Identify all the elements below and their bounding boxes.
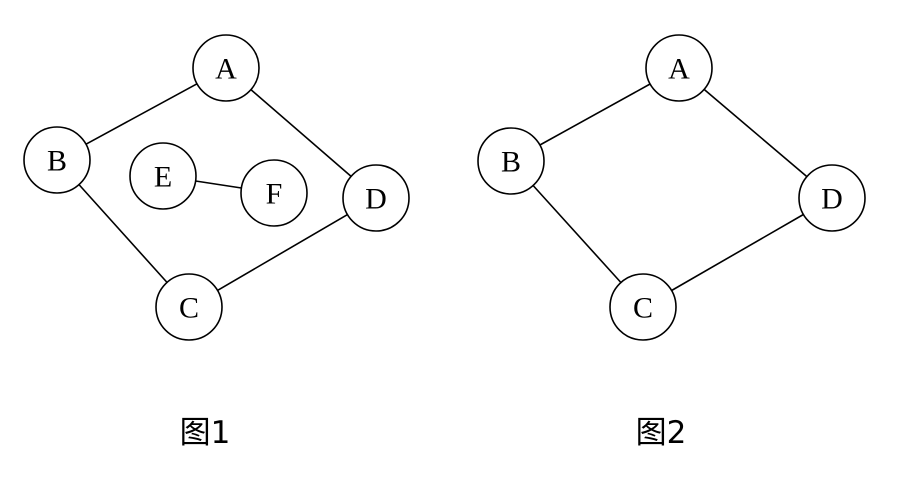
figure-1-node-d: D (342, 164, 410, 232)
figure-1-edge-c-d (217, 213, 348, 292)
figure-2-caption: 图2 (636, 415, 687, 451)
figure-1-edge-d-a (250, 88, 352, 178)
figure-1-edge-e-f (195, 180, 242, 189)
figure-2-node-b: B (477, 127, 545, 195)
figure-1-node-f-label: F (266, 178, 283, 211)
figure-1-node-f: F (240, 159, 308, 227)
figure-1-node-e-circle (129, 142, 197, 210)
figure-2-node-d-label: D (821, 183, 843, 216)
figure-1-node-e-label: E (154, 161, 172, 194)
figure-2-edge-d-a (703, 88, 808, 178)
figure-1-node-a-label: A (215, 53, 237, 86)
figure-2-node-b-label: B (501, 146, 521, 179)
figure-1-node-e: E (129, 142, 197, 210)
figure-2-node-d-circle (798, 164, 866, 232)
figure-2-node-c: C (609, 273, 677, 341)
figure-1-node-c-label: C (179, 292, 199, 325)
figure-1-node-c: C (155, 273, 223, 341)
figure-2-edge-a-b (539, 83, 651, 146)
figure-1: A B C D E F 图1 (23, 34, 410, 451)
figure-2-edge-b-c (532, 184, 622, 284)
figure-2-node-a: A (645, 34, 713, 102)
figure-1-node-a: A (192, 34, 260, 102)
figure-1-caption: 图1 (180, 415, 231, 451)
figure-1-node-c-circle (155, 273, 223, 341)
figure-1-edge-b-c (78, 184, 168, 283)
figure-1-node-b-circle (23, 126, 91, 194)
figure-2-node-a-label: A (668, 53, 690, 86)
figure-2-edge-c-d (671, 213, 804, 292)
figure-1-node-d-circle (342, 164, 410, 232)
figure-2-node-b-circle (477, 127, 545, 195)
figure-2-node-c-label: C (633, 292, 653, 325)
figure-1-node-a-circle (192, 34, 260, 102)
figure-1-node-b-label: B (47, 145, 67, 178)
figure-2-node-a-circle (645, 34, 713, 102)
figure-1-node-f-circle (240, 159, 308, 227)
figure-1-edge-a-b (85, 83, 198, 145)
figure-2-node-c-circle (609, 273, 677, 341)
figure-1-node-d-label: D (365, 183, 387, 216)
figure-2-node-d: D (798, 164, 866, 232)
figure-2: A B C D 图2 (477, 34, 866, 451)
figure-1-node-b: B (23, 126, 91, 194)
